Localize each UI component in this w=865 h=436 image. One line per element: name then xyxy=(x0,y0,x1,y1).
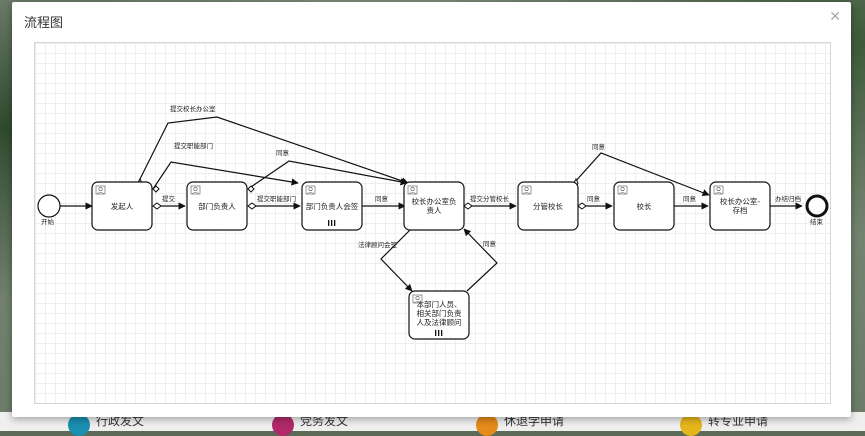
bg-app-label: 党务发文 xyxy=(300,414,349,428)
app-icon xyxy=(680,414,702,436)
bg-app-label: 休退学申请 xyxy=(504,414,565,428)
edge-label: 办结归档 xyxy=(775,194,801,203)
task-label: 发起人 xyxy=(111,201,134,211)
task-label: 部门负责人 xyxy=(198,201,236,211)
app-icon xyxy=(476,414,498,436)
task-label-line3: 人及法律顾问 xyxy=(417,317,462,327)
modal-title: 流程图 xyxy=(24,16,64,31)
task-label-line1: 本部门人员、 xyxy=(417,299,462,309)
task-label-line2: 存档 xyxy=(733,205,748,215)
edge-label: 同意 xyxy=(375,194,389,203)
edge-submit-office xyxy=(137,116,409,185)
task-label: 校长 xyxy=(637,201,652,211)
multi-instance-marker xyxy=(435,330,443,336)
flowchart-modal: 流程图 ✕ xyxy=(12,2,851,417)
task-dept-head[interactable]: 部门负责人 xyxy=(186,181,248,231)
task-label: 分管校长 xyxy=(533,201,563,211)
diagram-canvas: 开始 结束 发起人 部门负责人 部门负责人会签 xyxy=(34,42,831,404)
task-label-line2: 相关部门负责 xyxy=(417,308,462,318)
end-label: 结束 xyxy=(810,217,824,226)
task-initiator[interactable]: 发起人 xyxy=(91,181,153,231)
edge-agree-top xyxy=(247,160,408,190)
app-icon xyxy=(272,414,294,436)
start-event xyxy=(37,194,61,218)
task-vice-president[interactable]: 分管校长 xyxy=(517,181,579,231)
start-label: 开始 xyxy=(41,217,55,226)
flow-diagram: 开始 结束 发起人 部门负责人 部门负责人会签 xyxy=(37,104,829,340)
task-label-line2: 责人 xyxy=(427,205,442,215)
edge-submit-function xyxy=(152,161,299,190)
edge-label: 同意 xyxy=(276,148,290,157)
bg-app-label: 行政发文 xyxy=(96,414,145,428)
edge-agree-vp-top xyxy=(573,152,710,197)
edge-label: 提交 xyxy=(162,194,176,203)
edge-label: 法律顾问会签 xyxy=(358,240,398,249)
bg-app-label: 转专业申请 xyxy=(708,414,769,428)
task-legal-sign[interactable]: 本部门人员、 相关部门负责 人及法律顾问 xyxy=(408,290,470,340)
task-label: 部门负责人会签 xyxy=(306,201,359,211)
task-label-line1: 校长办公室- xyxy=(720,196,760,206)
end-event xyxy=(805,194,829,218)
edge-agree-back xyxy=(463,228,498,292)
edge-label: 同意 xyxy=(587,194,601,203)
edge-label: 同意 xyxy=(592,142,606,151)
edge-label: 提交职能部门 xyxy=(257,194,296,203)
app-icon xyxy=(68,414,90,436)
edge-label: 提交校长办公室 xyxy=(170,104,216,113)
edge-label: 提交分管校长 xyxy=(470,194,510,203)
task-office-archive[interactable]: 校长办公室- 存档 xyxy=(709,181,771,231)
edge-legal-review xyxy=(380,228,413,292)
task-label-line1: 校长办公室负 xyxy=(412,196,457,206)
multi-instance-marker xyxy=(328,220,336,226)
task-office-head[interactable]: 校长办公室负 责人 xyxy=(403,181,465,231)
task-president[interactable]: 校长 xyxy=(613,181,675,231)
close-icon[interactable]: ✕ xyxy=(829,9,841,25)
edge-label: 同意 xyxy=(683,194,697,203)
edge-label: 提交职能部门 xyxy=(174,141,213,150)
edge-label: 同意 xyxy=(483,239,497,248)
task-dept-head-sign[interactable]: 部门负责人会签 xyxy=(301,181,363,231)
